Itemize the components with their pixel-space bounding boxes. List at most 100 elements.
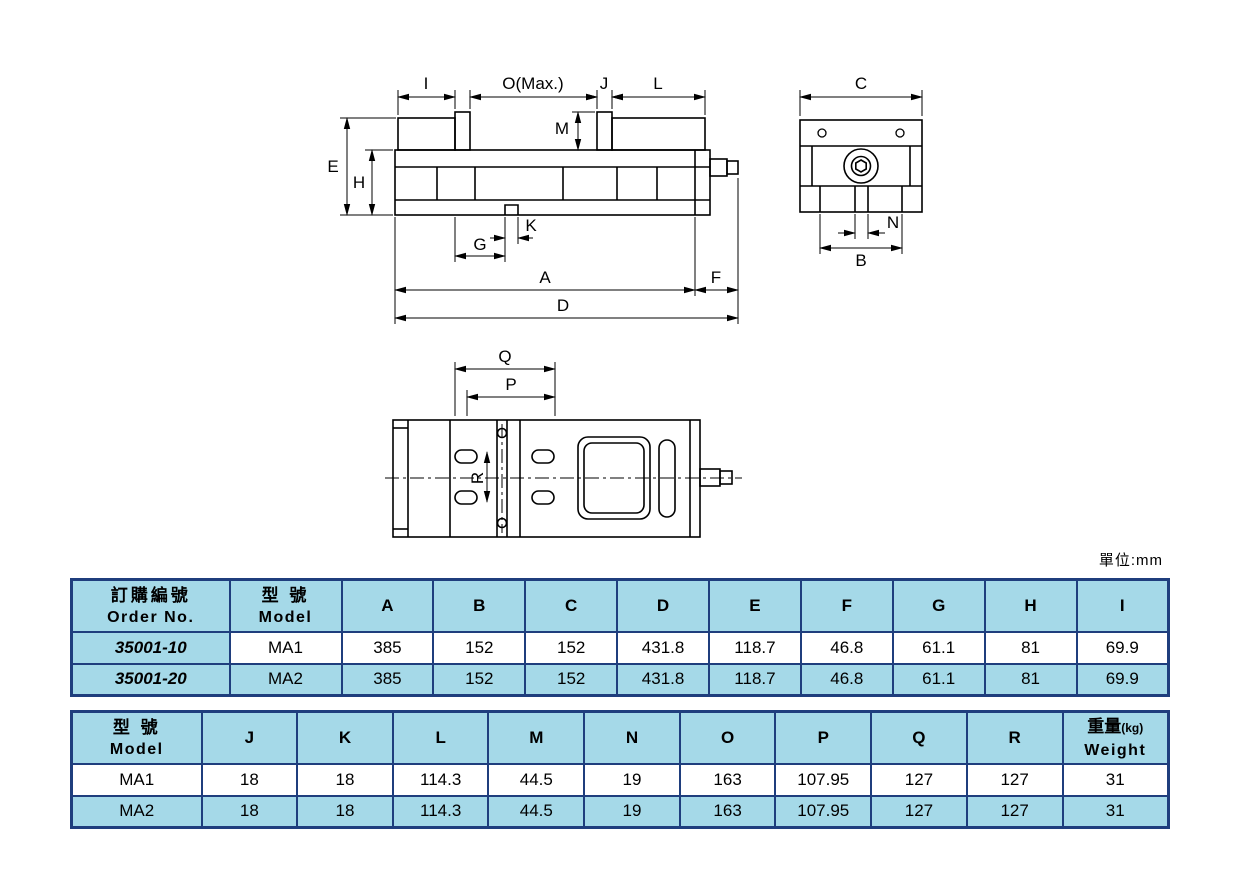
- cell-q: 127: [870, 762, 968, 797]
- cell-b: 152: [432, 662, 527, 697]
- cell-p: 107.95: [774, 762, 873, 797]
- table1-header-row: 訂購編號 Order No. 型 號 Model A B C D E F G H…: [70, 578, 1170, 633]
- cell-i: 69.9: [1075, 630, 1170, 665]
- model-value: MA1: [70, 762, 203, 797]
- cell-k: 18: [296, 762, 394, 797]
- model-label-zh: 型 號: [261, 585, 310, 605]
- dim-label-r: R: [468, 472, 487, 484]
- col-header-c: C: [524, 578, 619, 633]
- top-view: Q P R: [385, 347, 742, 538]
- top-view-dimension-lines: [454, 362, 556, 503]
- dim-label-q: Q: [498, 347, 511, 366]
- col-header-n: N: [583, 710, 681, 765]
- cell-weight: 31: [1061, 794, 1170, 829]
- dim-label-p: P: [505, 375, 516, 394]
- cell-e: 118.7: [708, 630, 802, 665]
- cell-a: 385: [340, 630, 435, 665]
- side-view: I O(Max.) J L M E H K G A F D: [327, 74, 739, 324]
- end-view: C N B: [799, 74, 923, 270]
- technical-drawing: I O(Max.) J L M E H K G A F D: [327, 74, 923, 538]
- col-header-o: O: [678, 710, 777, 765]
- cell-l: 114.3: [391, 794, 490, 829]
- dim-label-a: A: [539, 268, 551, 287]
- table2-header-row: 型 號 Model J K L M N O P Q R 重量(kg) Weigh…: [70, 710, 1170, 765]
- dim-label-k: K: [525, 216, 537, 235]
- dim-label-o-max: O(Max.): [502, 74, 563, 93]
- order-no-label-en: Order No.: [107, 608, 195, 626]
- col-header-order-no: 訂購編號 Order No.: [70, 578, 231, 633]
- dim-label-l: L: [653, 74, 662, 93]
- dim-label-m: M: [555, 119, 569, 138]
- cell-i: 69.9: [1075, 662, 1170, 697]
- model-value: MA2: [70, 794, 203, 829]
- cell-q: 127: [870, 794, 968, 829]
- mount-hole-left: [817, 128, 827, 138]
- order-no-label-zh: 訂購編號: [110, 585, 191, 605]
- cell-r: 127: [965, 794, 1064, 829]
- cell-n: 19: [583, 762, 681, 797]
- cell-j: 18: [200, 794, 299, 829]
- cell-g: 61.1: [891, 630, 986, 665]
- col-header-q: Q: [870, 710, 968, 765]
- cell-l: 114.3: [391, 762, 490, 797]
- col-header-r: R: [965, 710, 1064, 765]
- cell-h: 81: [983, 630, 1078, 665]
- dim-label-i: I: [424, 74, 429, 93]
- model-label-en: Model: [258, 608, 313, 626]
- col-header-j: J: [200, 710, 299, 765]
- weight-label-zh: 重量(kg): [1087, 716, 1144, 736]
- cell-f: 46.8: [799, 630, 894, 665]
- cell-d: 431.8: [616, 662, 710, 697]
- cell-c: 152: [524, 630, 619, 665]
- cell-b: 152: [432, 630, 527, 665]
- col-header-h: H: [983, 578, 1078, 633]
- model-label-zh: 型 號: [112, 717, 161, 737]
- col-header-g: G: [891, 578, 986, 633]
- end-view-geometry: [799, 119, 923, 213]
- col-header-model: 型 號 Model: [70, 710, 203, 765]
- model-label-en: Model: [109, 740, 164, 758]
- weight-label-en: Weight: [1084, 741, 1147, 759]
- cell-o: 163: [678, 794, 777, 829]
- dim-label-d: D: [557, 296, 569, 315]
- cell-k: 18: [296, 794, 394, 829]
- mount-hole-right: [895, 128, 905, 138]
- side-view-geometry: [394, 111, 739, 216]
- dim-label-e: E: [327, 157, 338, 176]
- col-header-k: K: [296, 710, 394, 765]
- dimension-table-2: 型 號 Model J K L M N O P Q R 重量(kg) Weigh…: [70, 710, 1170, 829]
- dim-label-n: N: [887, 213, 899, 232]
- col-header-l: L: [391, 710, 490, 765]
- col-header-weight: 重量(kg) Weight: [1061, 710, 1170, 765]
- table2-row-ma2: MA2 18 18 114.3 44.5 19 163 107.95 127 1…: [70, 794, 1170, 829]
- col-header-m: M: [487, 710, 586, 765]
- table2-row-ma1: MA1 18 18 114.3 44.5 19 163 107.95 127 1…: [70, 762, 1170, 797]
- cell-f: 46.8: [799, 662, 894, 697]
- model-value: MA2: [228, 662, 343, 697]
- col-header-b: B: [432, 578, 527, 633]
- cell-m: 44.5: [487, 762, 586, 797]
- top-view-centerlines: [385, 424, 742, 533]
- cell-j: 18: [200, 762, 299, 797]
- cell-h: 81: [983, 662, 1078, 697]
- side-view-dimension-lines: [340, 90, 739, 324]
- cell-n: 19: [583, 794, 681, 829]
- cell-weight: 31: [1061, 762, 1170, 797]
- order-no-value: 35001-10: [70, 630, 231, 665]
- unit-label: 單位:mm: [1098, 552, 1163, 569]
- cell-d: 431.8: [616, 630, 710, 665]
- dim-label-f: F: [711, 268, 721, 287]
- table1-row-ma1: 35001-10 MA1 385 152 152 431.8 118.7 46.…: [70, 630, 1170, 665]
- dimension-table-1: 訂購編號 Order No. 型 號 Model A B C D E F G H…: [70, 578, 1170, 697]
- col-header-p: P: [774, 710, 873, 765]
- col-header-d: D: [616, 578, 710, 633]
- cell-m: 44.5: [487, 794, 586, 829]
- cell-e: 118.7: [708, 662, 802, 697]
- order-no-value: 35001-20: [70, 662, 231, 697]
- cell-c: 152: [524, 662, 619, 697]
- dim-label-g: G: [473, 235, 486, 254]
- col-header-e: E: [708, 578, 802, 633]
- dim-label-c: C: [855, 74, 867, 93]
- cell-p: 107.95: [774, 794, 873, 829]
- cell-r: 127: [965, 762, 1064, 797]
